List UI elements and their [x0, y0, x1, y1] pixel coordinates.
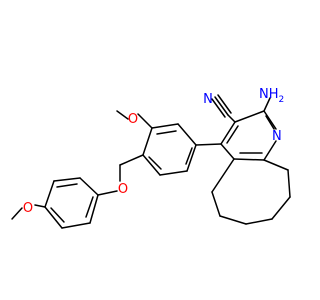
cyclooctane-ring [211, 158, 291, 225]
central-benzene-ring [142, 123, 197, 176]
molecule-canvas: N NH2 N O O O [11, 87, 291, 229]
amine-bond [263, 97, 271, 112]
nitrile-nitrogen-label: N [203, 92, 213, 107]
pyridine-nitrogen-label: N [272, 129, 282, 144]
benzyl-ether-linker [97, 154, 144, 196]
nitrile-group [211, 94, 236, 123]
methoxyphenyl-ring [44, 177, 99, 229]
methoxy-group-2 [11, 204, 46, 220]
ether-oxygen-label: O [118, 182, 128, 197]
structure-diagram: N NH2 N O O O [11, 87, 291, 229]
amine-label: NH2 [259, 87, 284, 105]
methoxy-oxygen-label-1: O [128, 112, 138, 127]
methoxy-group-1 [116, 110, 153, 129]
methoxy-oxygen-label-2: O [23, 201, 33, 216]
pyridine-ring [220, 110, 277, 161]
aryl-link-bond [195, 143, 222, 146]
